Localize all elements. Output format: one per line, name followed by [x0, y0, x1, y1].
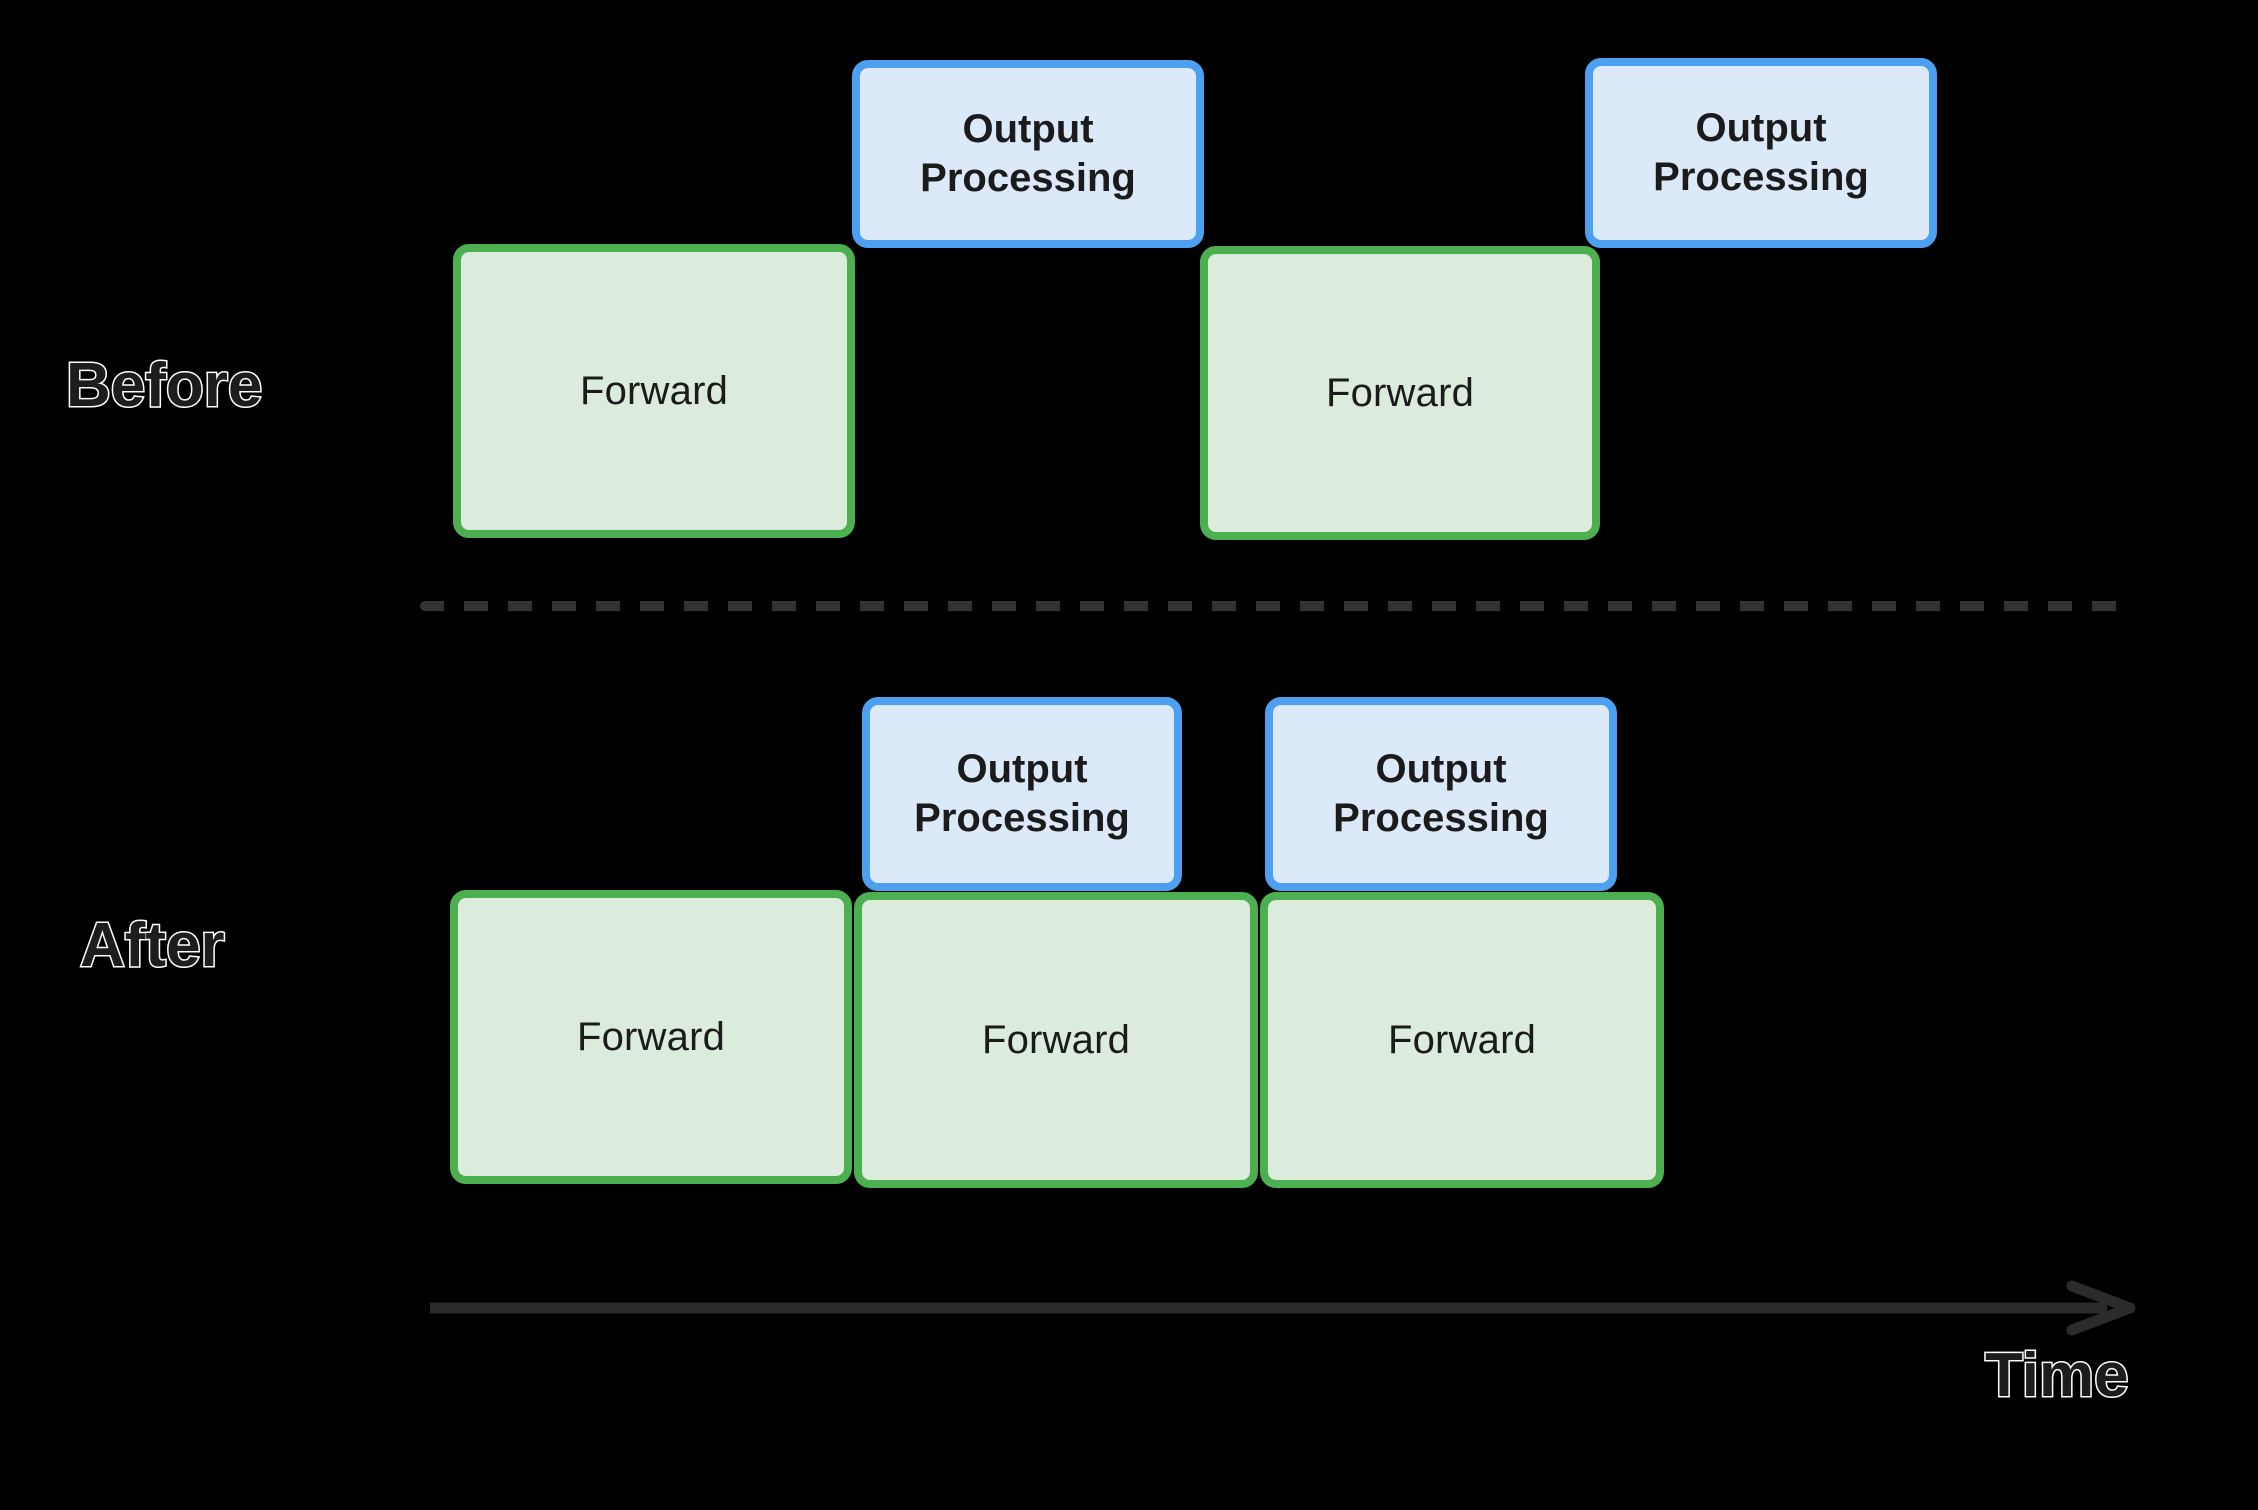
block-text: Forward: [1387, 1017, 1537, 1062]
time-axis-arrow: [430, 1280, 2136, 1336]
output-line-2: Processing: [1653, 155, 1869, 199]
row-label-after: After: [79, 911, 227, 980]
after-forward-block-1: Forward: [450, 890, 852, 1184]
block-text: Forward: [579, 368, 729, 413]
axis-label-time: Time: [1984, 1341, 2131, 1410]
block-text: Forward: [1325, 370, 1475, 415]
output-line-2: Processing: [914, 796, 1130, 840]
output-line-1: Output: [1695, 106, 1827, 151]
output-line-2: Processing: [920, 156, 1136, 200]
block-text: Output Processing: [1333, 745, 1549, 843]
before-forward-block-1: Forward: [453, 244, 855, 538]
after-output-processing-block-1: Output Processing: [862, 697, 1182, 891]
block-text: Output Processing: [920, 105, 1136, 203]
row-label-before: Before: [64, 351, 263, 420]
output-line-1: Output: [962, 107, 1094, 152]
block-text: Forward: [576, 1014, 726, 1059]
arrowhead-icon: [2066, 1280, 2136, 1336]
block-text: Output Processing: [1653, 104, 1869, 202]
section-divider: [420, 601, 2126, 611]
block-text: Forward: [981, 1017, 1131, 1062]
after-forward-block-2: Forward: [854, 892, 1258, 1188]
before-forward-block-2: Forward: [1200, 246, 1600, 540]
after-forward-block-3: Forward: [1260, 892, 1664, 1188]
before-output-processing-block-2: Output Processing: [1585, 58, 1937, 248]
output-line-1: Output: [1375, 747, 1507, 792]
before-output-processing-block-1: Output Processing: [852, 60, 1204, 248]
output-line-1: Output: [956, 747, 1088, 792]
output-line-2: Processing: [1333, 796, 1549, 840]
block-text: Output Processing: [914, 745, 1130, 843]
after-output-processing-block-2: Output Processing: [1265, 697, 1617, 891]
